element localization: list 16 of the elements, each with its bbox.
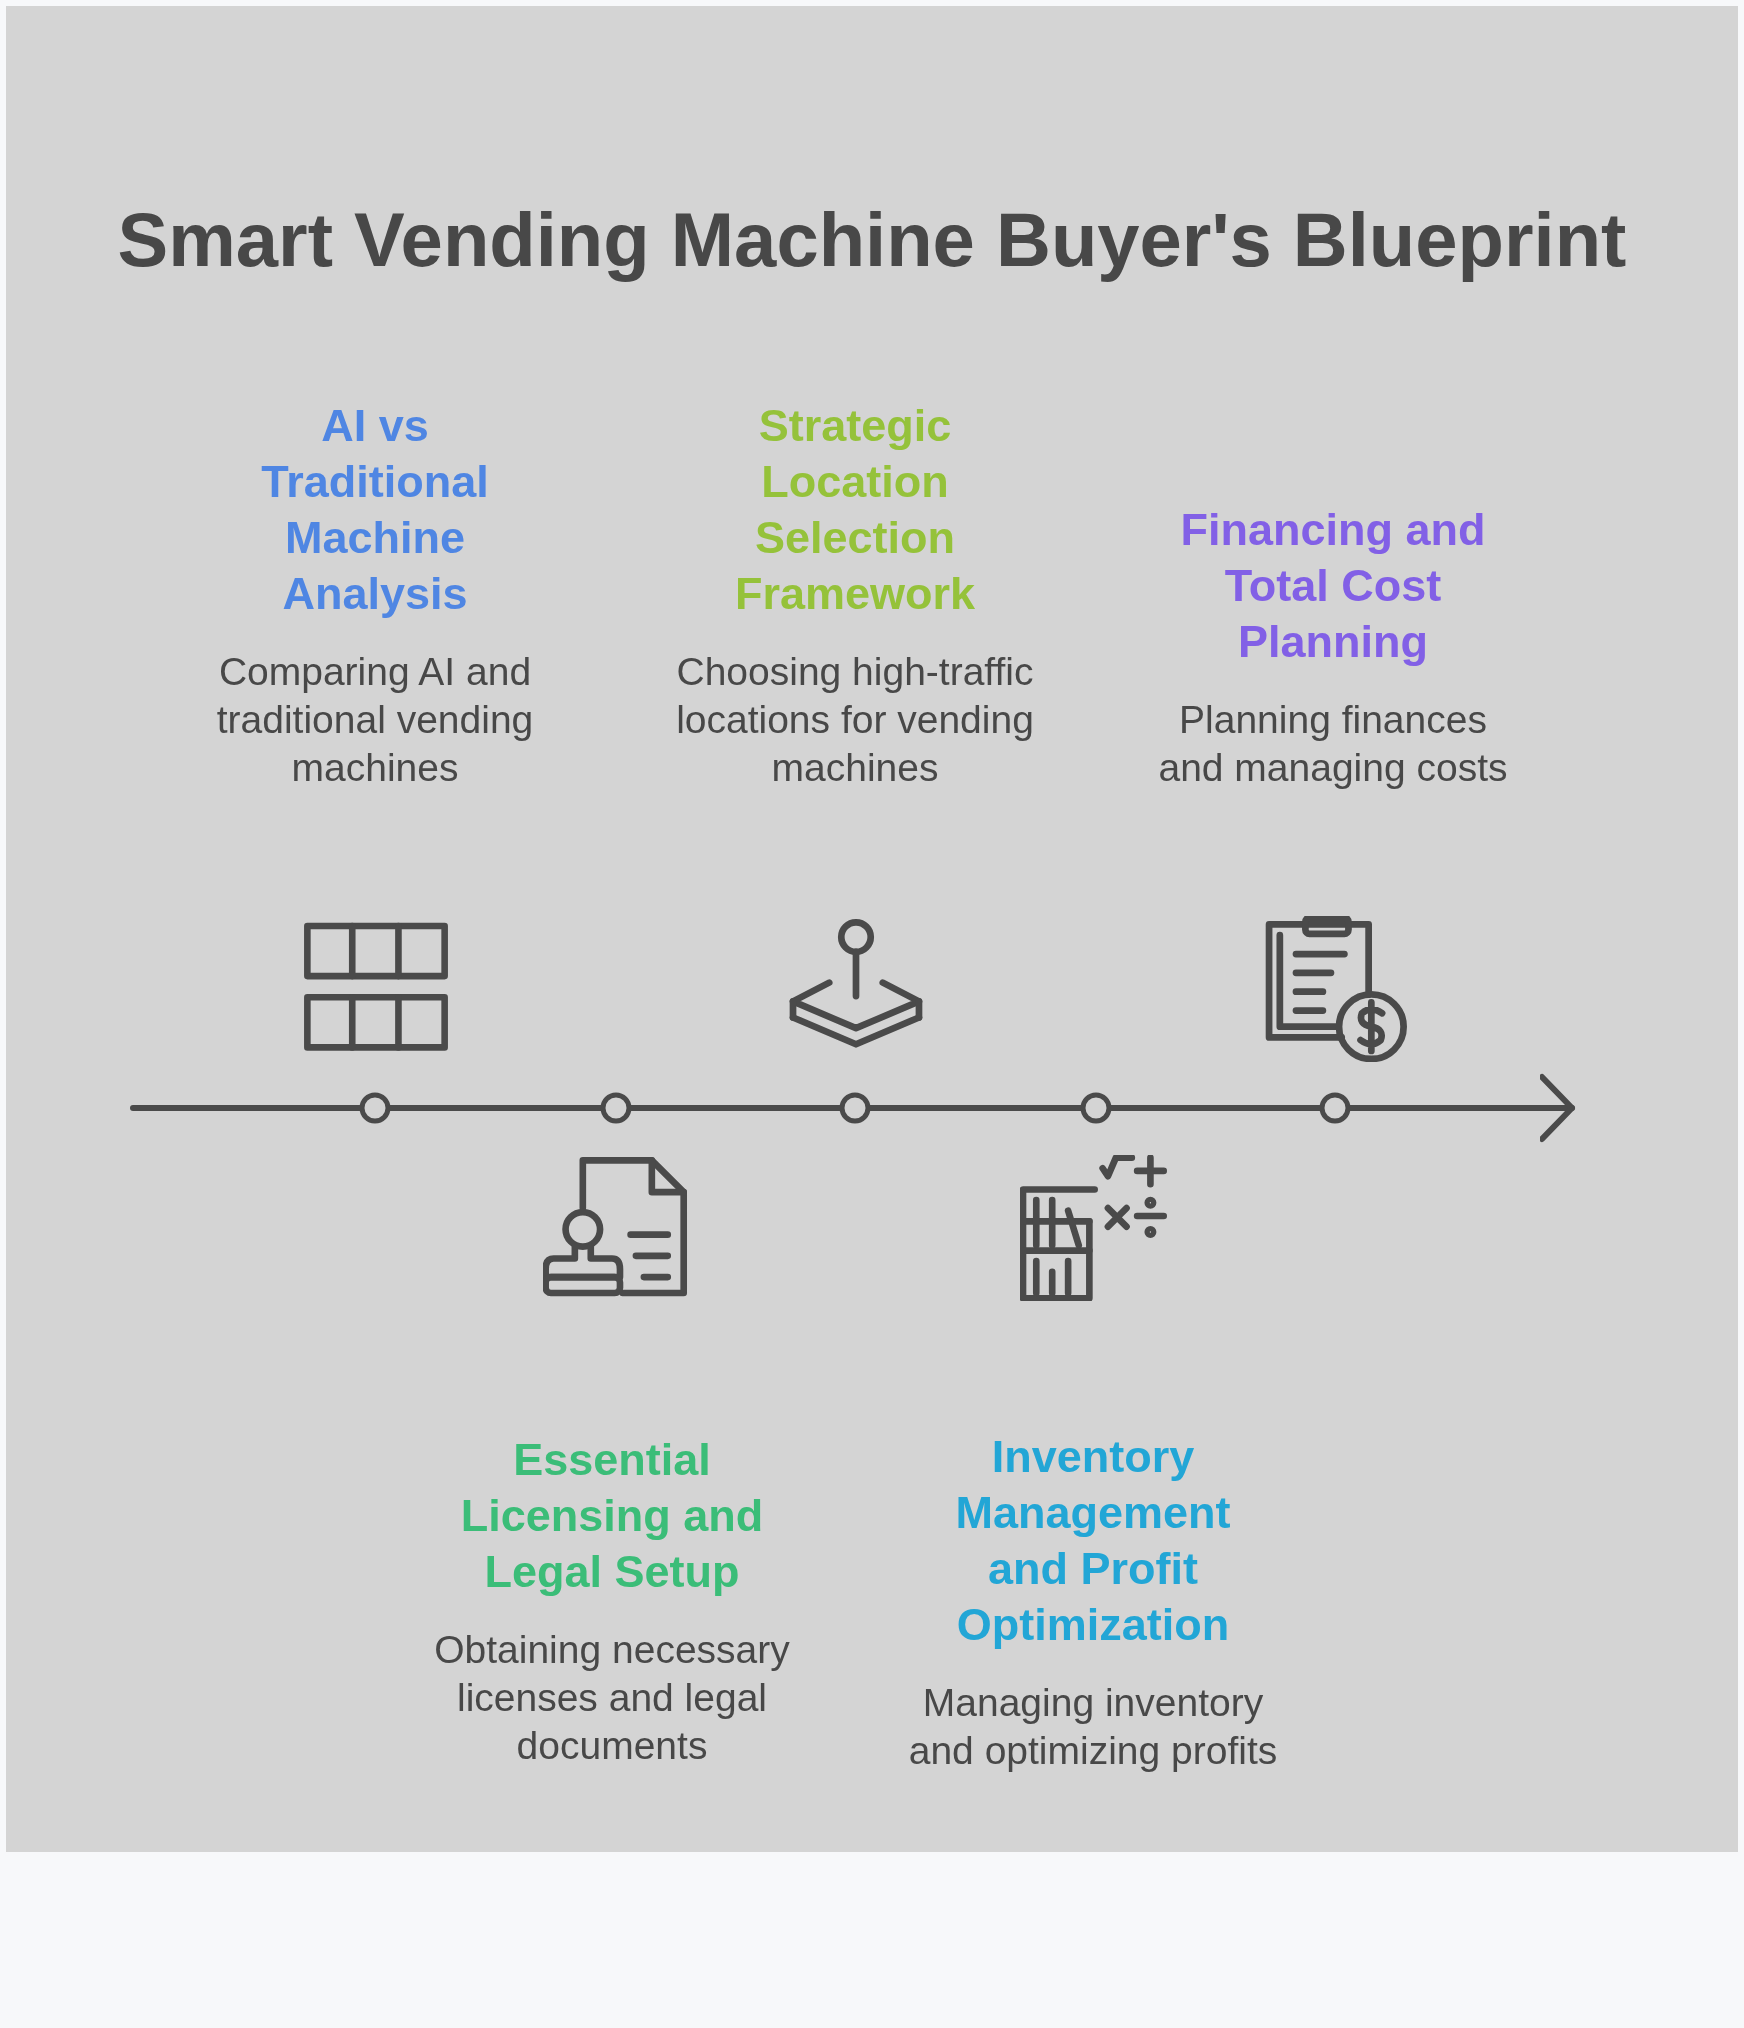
timeline-dot [838, 1091, 872, 1125]
timeline-dot [358, 1091, 392, 1125]
step-description: Comparing AI and traditional vending machines [215, 649, 535, 791]
step-heading: Financing and Total Cost Planning [1179, 503, 1487, 669]
step-description: Managing inventory and optimizing profits [908, 1680, 1278, 1774]
step-heading: Essential Licensing and Legal Setup [459, 1433, 765, 1599]
title: Smart Vending Machine Buyer's Blueprint [116, 196, 1628, 283]
step-heading: AI vs Traditional Machine Analysis [260, 399, 490, 621]
timeline-dot [599, 1091, 633, 1125]
timeline-dot [1318, 1091, 1352, 1125]
step-heading: Strategic Location Selection Framework [733, 399, 977, 621]
step-heading: Inventory Management and Profit Optimization [954, 1430, 1232, 1652]
step-description: Planning finances and managing costs [1157, 697, 1509, 791]
timeline-dot [1079, 1091, 1113, 1125]
step-description: Choosing high-traffic locations for vending machines [675, 649, 1035, 791]
step-description: Obtaining necessary licenses and legal documents [433, 1627, 791, 1769]
